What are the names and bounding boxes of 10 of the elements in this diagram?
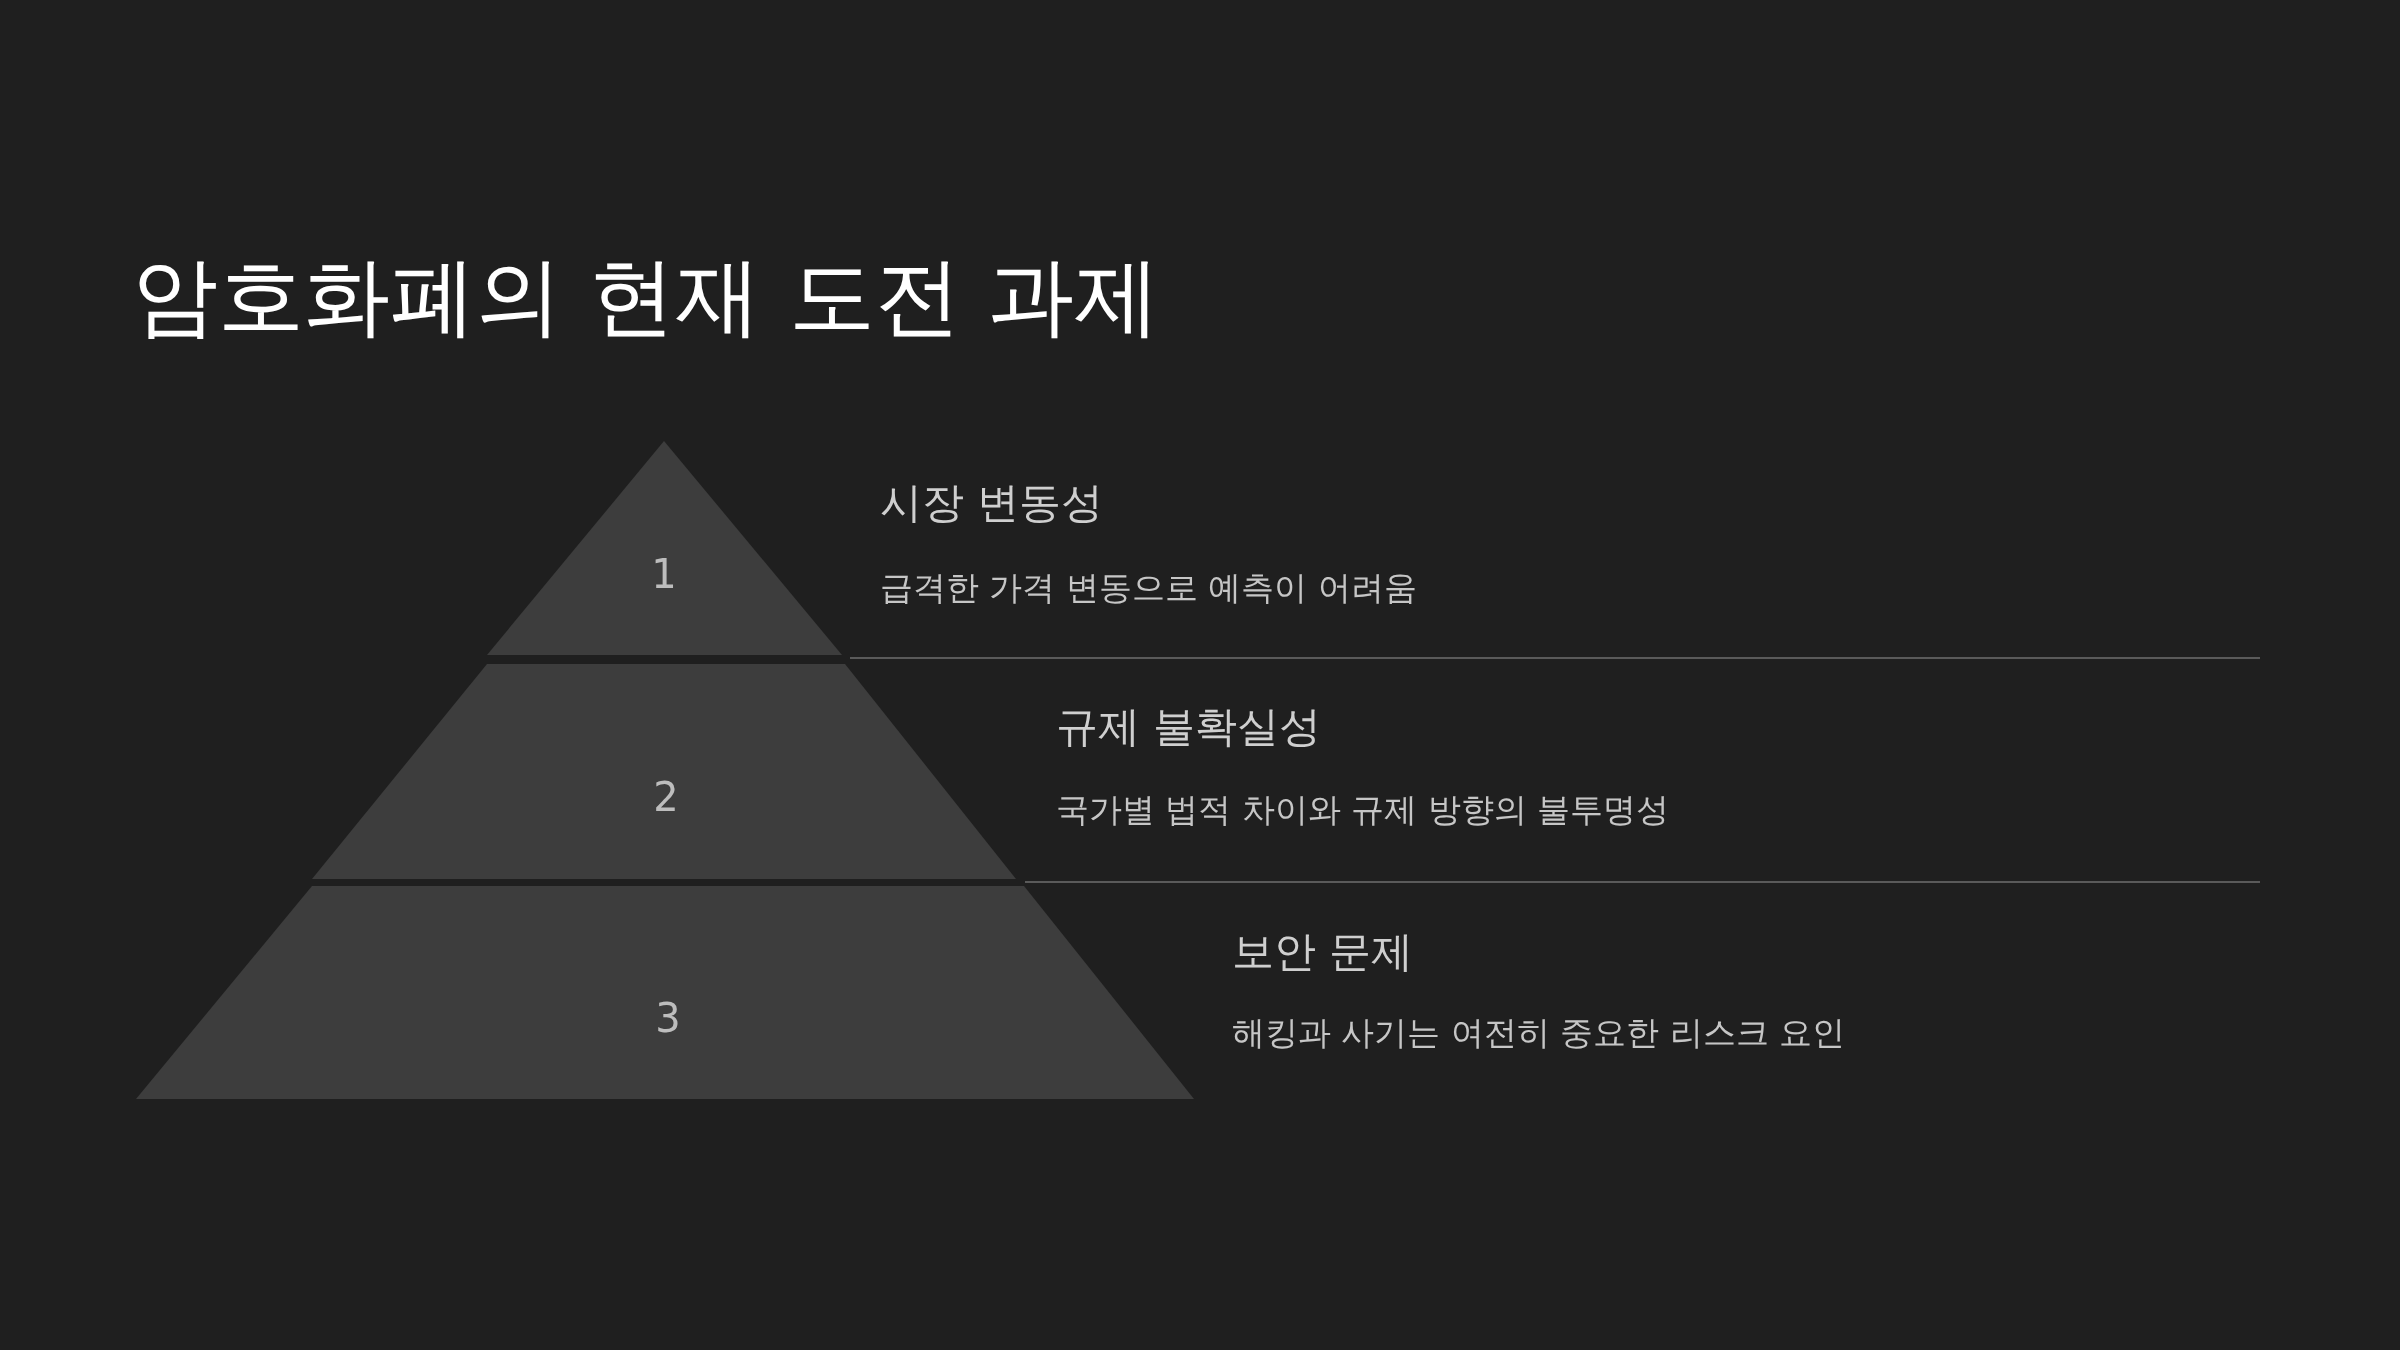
tier-description: 급격한 가격 변동으로 예측이 어려움 bbox=[880, 568, 1417, 608]
tier-description: 해킹과 사기는 여전히 중요한 리스크 요인 bbox=[1232, 1013, 1846, 1053]
tier-heading: 시장 변동성 bbox=[880, 477, 1104, 529]
tier-number: 1 bbox=[651, 553, 677, 594]
tier-number: 3 bbox=[655, 998, 681, 1039]
tier-number: 2 bbox=[653, 777, 679, 818]
tier-heading: 보안 문제 bbox=[1232, 926, 1414, 978]
tier-description: 국가별 법적 차이와 규제 방향의 불투명성 bbox=[1056, 790, 1670, 830]
tier-heading: 규제 불확실성 bbox=[1056, 701, 1322, 753]
slide-title: 암호화폐의 현재 도전 과제 bbox=[132, 245, 1160, 348]
